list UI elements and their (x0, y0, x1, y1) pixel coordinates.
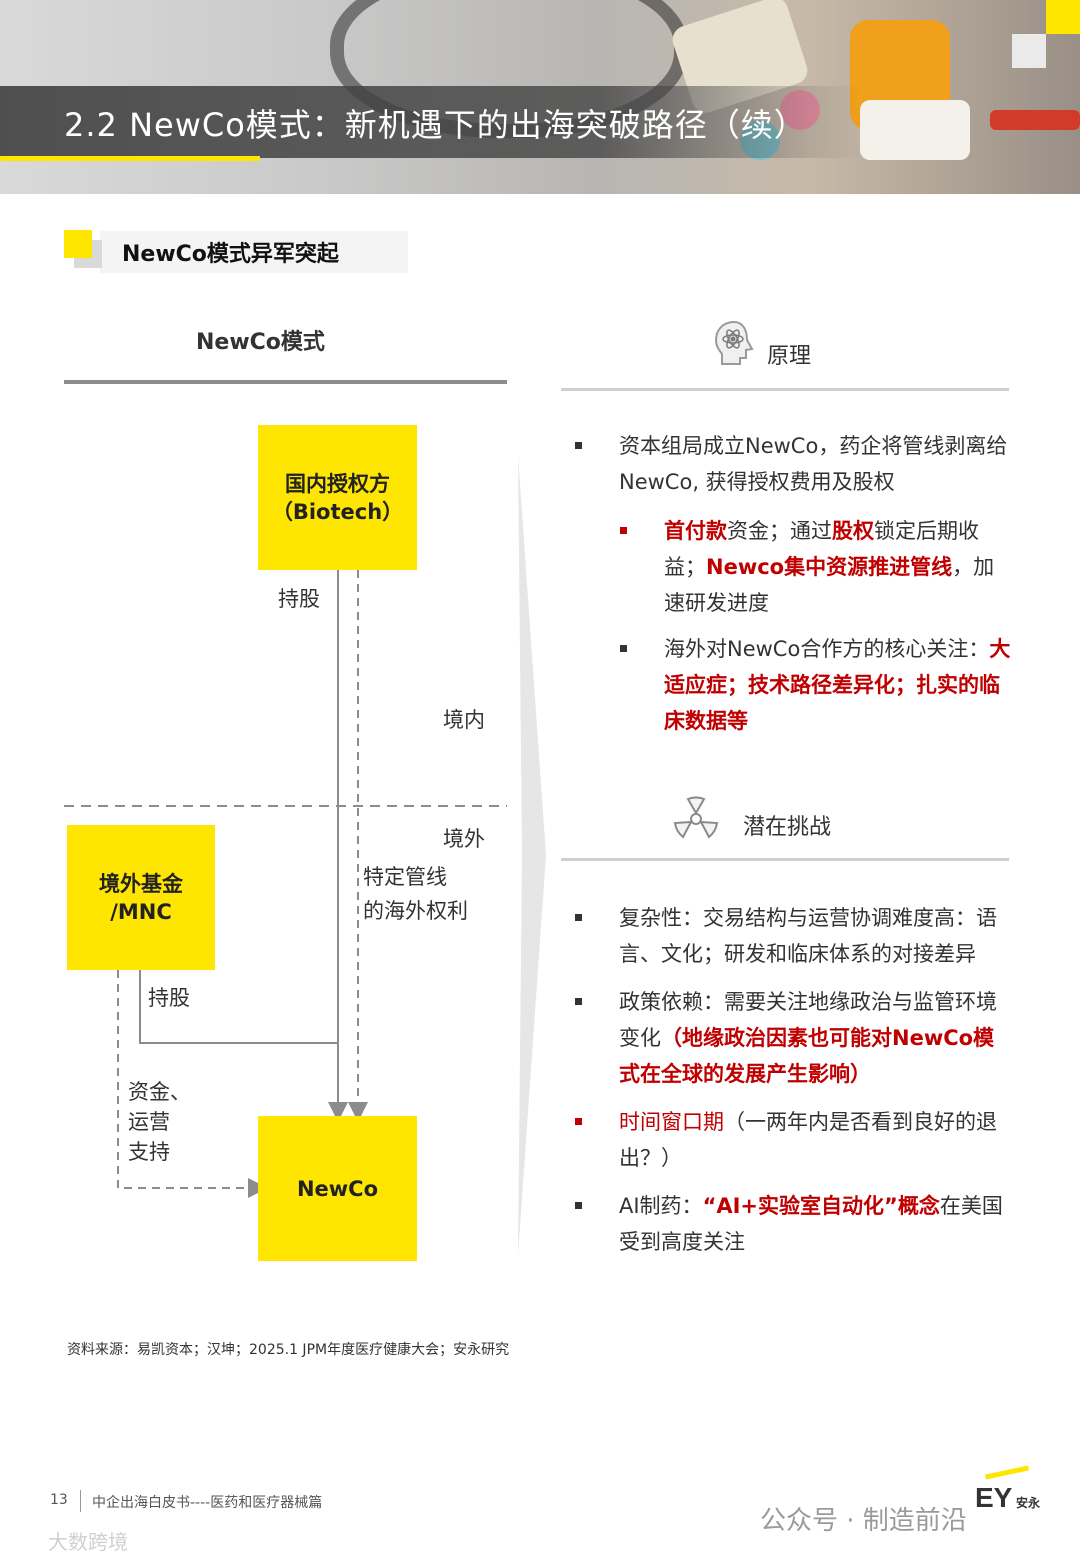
corner-watermark: 大数跨境 (48, 1526, 128, 1555)
list-item: 复杂性：交易结构与运营协调难度高：语言、文化；研发和临床体系的对接差异 (575, 900, 1015, 972)
atom-head-icon (712, 318, 760, 368)
chevron-divider (518, 455, 550, 1255)
text-run: 资金；通过 (727, 519, 832, 543)
text-run: Newco集中资源推进管线 (706, 555, 952, 579)
text-run: “AI+实验室自动化”概念 (703, 1194, 940, 1218)
principle-sublist: 首付款资金；通过股权锁定后期收益；Newco集中资源推进管线，加速研发进度海外对… (620, 513, 1015, 749)
bullet-marker (620, 527, 627, 534)
source-note: 资料来源：易凯资本；汉坤；2025.1 JPM年度医疗健康大会；安永研究 (67, 1339, 509, 1359)
hazard-icon (670, 795, 722, 843)
list-item-text: 首付款资金；通过股权锁定后期收益；Newco集中资源推进管线，加速研发进度 (664, 513, 1015, 621)
list-item: 政策依赖：需要关注地缘政治与监管环境变化（地缘政治因素也可能对NewCo模式在全… (575, 984, 1015, 1092)
ey-logo: EY (975, 1482, 1012, 1514)
list-item-text: 时间窗口期（一两年内是否看到良好的退出？） (619, 1104, 1015, 1176)
yellow-corner (1046, 0, 1080, 34)
watermark: 公众号 · 制造前沿 (760, 1500, 967, 1537)
list-item-text: 政策依赖：需要关注地缘政治与监管环境变化（地缘政治因素也可能对NewCo模式在全… (619, 984, 1015, 1092)
principle-list: 资本组局成立NewCo，药企将管线剥离给NewCo, 获得授权费用及股权 (575, 428, 1015, 500)
challenge-rule (561, 858, 1009, 861)
footer-divider (80, 1490, 81, 1512)
text-run: （地缘政治因素也可能对NewCo模式在全球的发展产生影响） (619, 1026, 994, 1086)
list-item: 时间窗口期（一两年内是否看到良好的退出？） (575, 1104, 1015, 1176)
gray-corner (1012, 34, 1046, 68)
list-item: 首付款资金；通过股权锁定后期收益；Newco集中资源推进管线，加速研发进度 (620, 513, 1015, 621)
domestic-label: 境内 (443, 703, 485, 737)
challenge-heading: 潜在挑战 (743, 809, 831, 841)
list-item-text: AI制药：“AI+实验室自动化”概念在美国受到高度关注 (619, 1188, 1015, 1260)
overseas-label: 境外 (443, 822, 485, 856)
bullet-marker (575, 914, 582, 921)
bottle-cap-decoration (860, 100, 970, 160)
challenge-list: 复杂性：交易结构与运营协调难度高：语言、文化；研发和临床体系的对接差异政策依赖：… (575, 900, 1015, 1272)
biotech-box: 国内授权方 （Biotech） (258, 425, 417, 570)
bullet-marker (575, 998, 582, 1005)
text-run: 股权 (832, 519, 874, 543)
footer-doc-title: 中企出海白皮书----医药和医疗器械篇 (92, 1492, 322, 1512)
bullet-marker (575, 1202, 582, 1209)
principle-rule (561, 388, 1009, 391)
principle-item: 资本组局成立NewCo，药企将管线剥离给NewCo, 获得授权费用及股权 (619, 428, 1015, 500)
list-item: AI制药：“AI+实验室自动化”概念在美国受到高度关注 (575, 1188, 1015, 1260)
text-run: 复杂性：交易结构与运营协调难度高：语言、文化；研发和临床体系的对接差异 (619, 906, 997, 966)
fund-box: 境外基金 /MNC (67, 825, 215, 970)
holding-label-2: 持股 (148, 981, 190, 1015)
cart-handle-decoration (990, 110, 1080, 130)
bullet-marker (575, 1118, 582, 1125)
list-item-text: 海外对NewCo合作方的核心关注：大适应症；技术路径差异化；扎实的临床数据等 (664, 631, 1015, 739)
text-run: 海外对NewCo合作方的核心关注： (664, 637, 989, 661)
text-run: 首付款 (664, 519, 727, 543)
ey-logo-cn: 安永 (1016, 1494, 1040, 1511)
principle-heading: 原理 (767, 338, 811, 370)
bullet-marker (575, 442, 582, 449)
text-run: AI制药： (619, 1194, 703, 1218)
list-item: 海外对NewCo合作方的核心关注：大适应症；技术路径差异化；扎实的临床数据等 (620, 631, 1015, 739)
list-item-text: 复杂性：交易结构与运营协调难度高：语言、文化；研发和临床体系的对接差异 (619, 900, 1015, 972)
newco-box: NewCo (258, 1116, 417, 1261)
ey-logo-beam (985, 1465, 1029, 1479)
support-label: 资金、 运营 支持 (128, 1077, 191, 1167)
page-number: 13 (50, 1492, 68, 1508)
text-run: 时间窗口期 (619, 1110, 724, 1134)
rights-label: 特定管线 的海外权利 (363, 860, 468, 928)
diagram-lines (0, 0, 560, 1300)
bullet-marker (620, 645, 627, 652)
holding-label: 持股 (278, 582, 320, 616)
